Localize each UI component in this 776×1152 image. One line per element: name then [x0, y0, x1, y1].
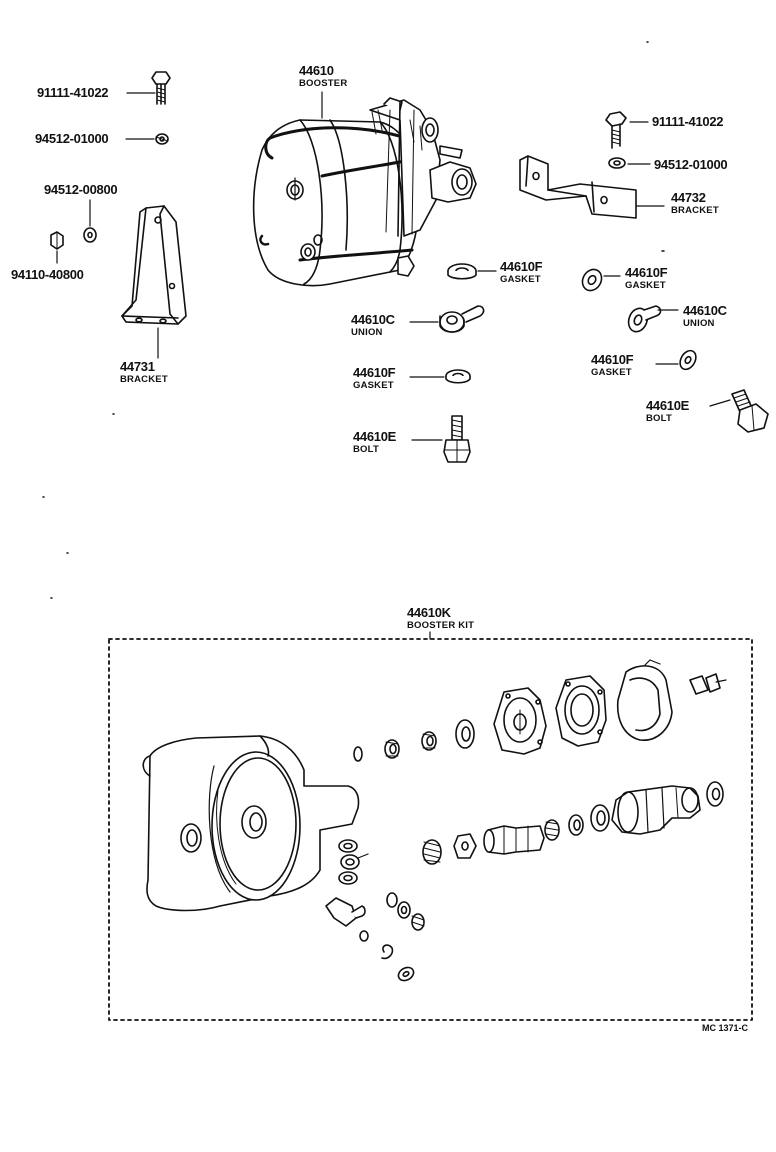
- booster-kit-part-name: BOOSTER KIT: [407, 620, 475, 631]
- kit-booster-housing: [142, 735, 360, 912]
- washer-top-left: [155, 133, 169, 145]
- kit-end-seal: [706, 781, 724, 807]
- gasket-right-lower-part-name: GASKET: [591, 367, 632, 378]
- bracket-left: [121, 205, 187, 325]
- nut-left-part-number: 94110-40800: [11, 267, 84, 282]
- kit-valve-plate-1: [493, 687, 547, 755]
- bracket-left-part-name: BRACKET: [120, 374, 168, 385]
- diagram-reference-code: MC 1371-C: [702, 1023, 749, 1033]
- scan-specks: [42, 41, 665, 599]
- bracket-right-part-name: BRACKET: [671, 205, 719, 216]
- bolt-top-right: [605, 111, 627, 149]
- booster-kit-part-number: 44610K: [407, 605, 451, 620]
- gasket-mid-lower-part-name: GASKET: [353, 380, 394, 391]
- kit-piston: [483, 825, 545, 855]
- bolt-right-part-number: 44610E: [646, 398, 690, 413]
- union-mid: [439, 305, 485, 333]
- washer-left-part-number: 94512-00800: [44, 182, 118, 197]
- booster-kit-frame: [108, 631, 753, 1021]
- bracket-left-part-number: 44731: [120, 359, 155, 374]
- kit-valve-cover: [616, 659, 673, 741]
- union-mid-part-number: 44610C: [351, 312, 395, 327]
- bolt-right-part-name: BOLT: [646, 413, 672, 424]
- gasket-mid-upper-part-name: GASKET: [500, 274, 541, 285]
- washer-top-left-part-number: 94512-01000: [35, 131, 109, 146]
- bracket-right: [519, 155, 637, 219]
- bolt-top-right-part-number: 91111-41022: [652, 114, 724, 129]
- gasket-right-upper-part-name: GASKET: [625, 280, 666, 291]
- bolt-top-left-part-number: 91111-41022: [37, 85, 109, 100]
- washer-left: [83, 227, 97, 243]
- nut-left: [50, 231, 64, 250]
- gasket-mid-upper: [447, 263, 477, 280]
- gasket-mid-lower: [445, 369, 471, 384]
- washer-top-right: [608, 157, 626, 169]
- bolt-mid-part-name: BOLT: [353, 444, 379, 455]
- bolt-mid-part-number: 44610E: [353, 429, 397, 444]
- union-right-part-name: UNION: [683, 318, 715, 329]
- union-right-part-number: 44610C: [683, 303, 727, 318]
- kit-vent-cap: [689, 673, 727, 695]
- kit-cylinder: [611, 785, 701, 835]
- gasket-mid-lower-part-number: 44610F: [353, 365, 396, 380]
- bracket-right-part-number: 44732: [671, 190, 706, 205]
- kit-cup-seals: [544, 804, 610, 841]
- kit-spring: [422, 839, 442, 865]
- kit-valve-plate-2: [555, 675, 607, 747]
- gasket-mid-upper-part-number: 44610F: [500, 259, 543, 274]
- bolt-right: [731, 389, 769, 433]
- washer-top-right-part-number: 94512-01000: [654, 157, 728, 172]
- gasket-right-lower-part-number: 44610F: [591, 352, 634, 367]
- kit-small-parts: [325, 839, 425, 982]
- booster-assembly: [252, 97, 477, 287]
- bolt-mid: [443, 415, 471, 463]
- kit-seal-row-upper: [353, 719, 475, 762]
- union-right: [627, 305, 662, 333]
- gasket-right-lower: [679, 349, 697, 371]
- gasket-right-upper: [581, 268, 603, 292]
- booster-part-number: 44610: [299, 63, 334, 78]
- bolt-top-left: [151, 71, 171, 105]
- booster-part-name: BOOSTER: [299, 78, 348, 89]
- kit-hex-nut: [453, 833, 477, 859]
- union-mid-part-name: UNION: [351, 327, 383, 338]
- gasket-right-upper-part-number: 44610F: [625, 265, 668, 280]
